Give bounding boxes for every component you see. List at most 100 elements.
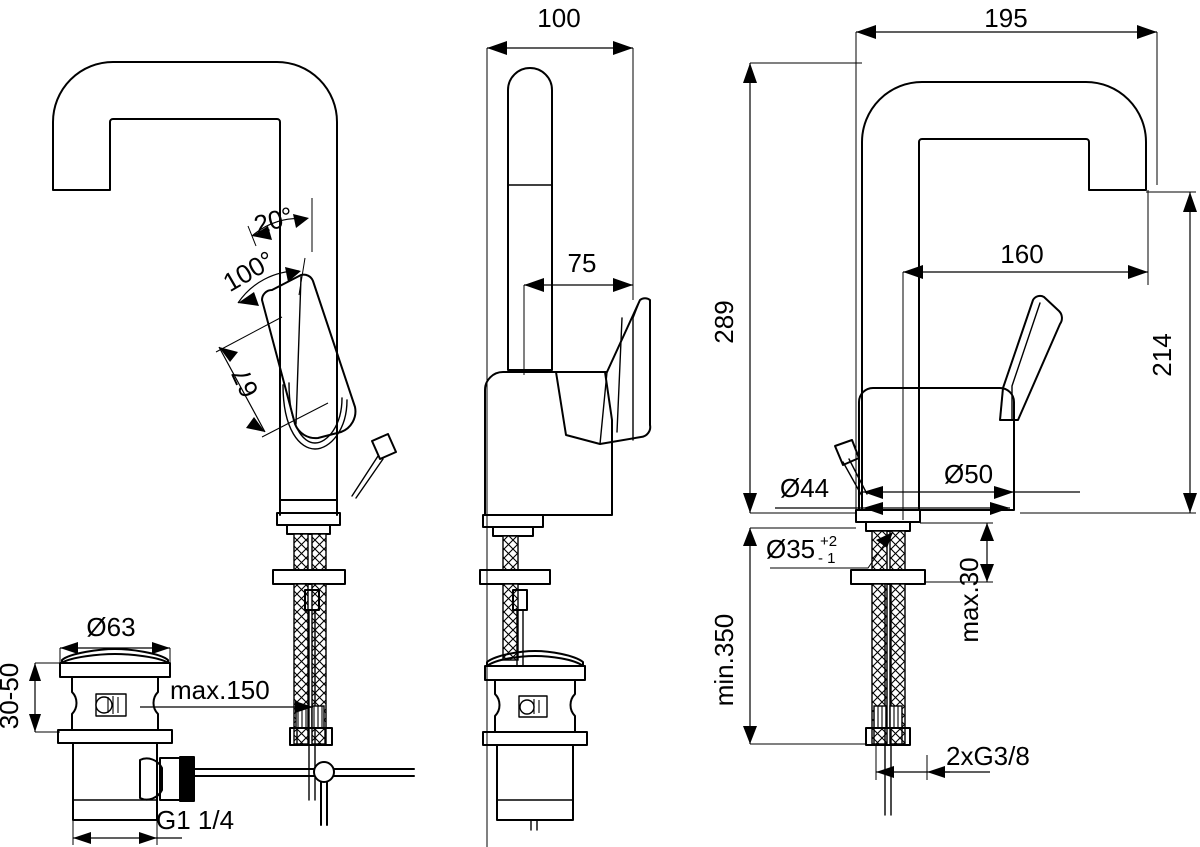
dim-label-dia-50: Ø50 <box>944 459 993 489</box>
dim-label-2xg38: 2xG3/8 <box>946 741 1030 771</box>
handle-crease2-right <box>999 387 1004 421</box>
stud-nut-left <box>304 589 320 611</box>
dim-dia-44 <box>775 502 1010 515</box>
body-tube-left <box>279 439 338 516</box>
popup-rod-left <box>351 455 379 497</box>
hose-center-upper <box>502 535 519 571</box>
dim-min-350 <box>743 527 866 745</box>
waste-overflow-hatch-center <box>533 699 540 714</box>
stud-nut-center <box>512 589 528 611</box>
waste-pin-center <box>530 819 538 831</box>
dim-label-thread-g1: G1 1/4 <box>156 805 234 835</box>
fitting-knurl-left-b <box>311 705 325 729</box>
dim-dia-35 <box>770 531 894 569</box>
dim-max-30 <box>920 522 994 583</box>
handle-shadow-center <box>599 371 608 445</box>
dim-dia-50 <box>863 486 1080 499</box>
dim-label-height-214: 214 <box>1147 333 1177 376</box>
view-left <box>52 61 415 826</box>
waste-side-outlet-left <box>139 757 163 801</box>
handle-lever-left <box>261 273 357 440</box>
handle-crease-right <box>1011 302 1041 421</box>
dim-label-tol-lower: - 1 <box>818 550 836 567</box>
hex-nut-facets-right <box>873 727 903 746</box>
waste-overflow-slot-center <box>518 695 548 718</box>
waste-flange-lower-center <box>482 731 588 746</box>
popup-rod-left-2 <box>355 458 384 499</box>
dim-label-depth-100: 100 <box>537 3 580 33</box>
hose-left-upper-b <box>311 533 327 571</box>
waste-flange-upper-left <box>59 662 171 678</box>
mounting-plate-right <box>850 569 926 585</box>
hex-nut-left <box>289 727 333 746</box>
popup-rod-right <box>842 458 868 497</box>
waste-barrel-left <box>72 742 158 821</box>
fitting-knurl-right-a <box>873 705 887 729</box>
waste-overflow-slot-left <box>95 693 127 717</box>
base-flange-right <box>855 509 921 523</box>
dim-2xg38 <box>875 745 990 780</box>
dim-height-214 <box>1020 191 1197 514</box>
waste-overflow-circle-left <box>95 696 113 714</box>
dim-label-spout-160: 160 <box>1000 239 1043 269</box>
handle-crease2-center <box>632 299 641 441</box>
waste-flange-lower-left <box>57 729 173 744</box>
hose-left-upper-a <box>293 533 309 571</box>
body-outline-center <box>484 371 613 516</box>
dim-lever-75 <box>523 278 633 375</box>
dim-label-lever-75: 75 <box>568 248 597 278</box>
hex-nut-right <box>865 727 911 746</box>
dim-label-tol-upper: +2 <box>820 533 837 550</box>
dim-label-dia-35: Ø35 <box>766 534 815 564</box>
dim-handle-67 <box>215 316 329 438</box>
handle-lever-right <box>999 294 1063 421</box>
mounting-plate-left <box>272 569 346 585</box>
handle-lever-center <box>555 297 652 445</box>
dim-label-height-289: 289 <box>709 300 739 343</box>
waste-overflow-circle-center <box>519 699 535 715</box>
dim-angle-100 <box>237 257 306 306</box>
dim-label-angle-20: 20° <box>250 201 296 241</box>
hose-right-upper-b <box>889 530 906 571</box>
spout-outline-center <box>507 67 553 371</box>
dim-waste-63 <box>59 642 171 662</box>
waste-cap-center <box>486 650 584 667</box>
waste-outlet-cap-left <box>179 756 195 802</box>
waste-barrel-center <box>496 744 574 821</box>
dim-max-150 <box>140 701 313 713</box>
popup-rod-knob-left <box>371 433 397 460</box>
body-tube-right <box>858 387 1015 511</box>
linkage-pivot-left <box>313 761 335 783</box>
dim-label-reach-195: 195 <box>984 3 1027 33</box>
handle-crease-center <box>616 317 623 433</box>
base-flange-left <box>276 512 341 526</box>
linkage-vertical-rod-left <box>320 781 328 826</box>
waste-body-center <box>494 679 576 733</box>
waste-body-left <box>71 676 159 731</box>
base-flange-center <box>482 514 544 528</box>
hex-nut-facets-left <box>296 727 326 746</box>
dim-label-max-150: max.150 <box>170 675 270 705</box>
dim-waste-30-50 <box>29 662 62 733</box>
view-center <box>479 67 652 831</box>
dim-thread-g1 <box>72 800 182 845</box>
base-collar-left <box>286 524 331 535</box>
linkage-rod-left <box>179 768 415 777</box>
spout-outline-left <box>52 61 338 501</box>
base-collar-right <box>865 521 911 532</box>
dim-reach-195 <box>855 25 1158 510</box>
dim-label-waste-63: Ø63 <box>86 612 135 642</box>
fitting-knurl-right-b <box>889 705 903 729</box>
dim-depth-100 <box>486 41 634 847</box>
handle-lever-crease-left <box>295 276 302 425</box>
dim-height-289 <box>743 62 862 514</box>
dim-label-min-350: min.350 <box>709 614 739 707</box>
dim-label-waste-30-50: 30-50 <box>0 663 24 730</box>
handle-joint-left <box>282 384 348 450</box>
view-right <box>834 81 1147 816</box>
mounting-plate-center <box>479 569 551 585</box>
waste-flange-upper-center <box>484 665 586 681</box>
waste-outlet-collar-left <box>159 757 183 801</box>
